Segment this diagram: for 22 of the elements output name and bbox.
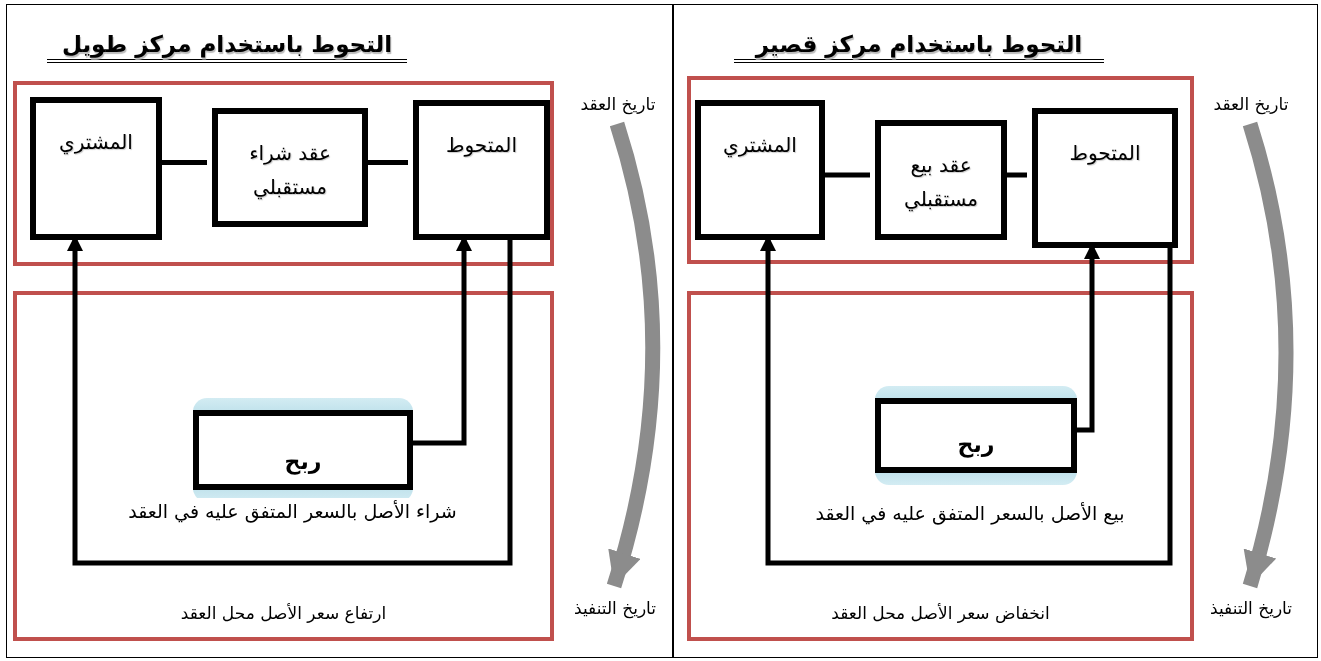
- curved-arrow: [606, 121, 661, 589]
- date-label: تاريخ التنفيذ: [557, 591, 673, 625]
- party-box: المشتري: [695, 100, 825, 240]
- panel-title: التحوط باستخدام مركز طويل: [47, 31, 407, 63]
- panel-frame: [6, 4, 673, 658]
- date-label: تاريخ العقد: [564, 87, 672, 121]
- profit-box: ربح: [875, 398, 1077, 473]
- stage-caption: ارتفاع سعر الأصل محل العقد: [179, 603, 388, 623]
- curved-arrow: [1242, 121, 1294, 588]
- stage-caption: انخفاض سعر الأصل محل العقد: [830, 603, 1051, 623]
- panel-title: التحوط باستخدام مركز قصير: [734, 31, 1104, 63]
- date-label: تاريخ العقد: [1194, 87, 1308, 121]
- party-box: المتحوط: [413, 100, 550, 240]
- stage-frame: [687, 76, 1194, 264]
- party-box: عقد بيع مستقبلي: [875, 120, 1007, 240]
- party-box: المتحوط: [1032, 108, 1178, 248]
- party-box: المشتري: [30, 97, 162, 240]
- profit-box: ربح: [193, 410, 413, 490]
- party-box: عقد شراء مستقبلي: [212, 108, 368, 227]
- date-label: تاريخ التنفيذ: [1189, 591, 1313, 625]
- panel-frame: [673, 4, 1318, 658]
- stage-frame: [13, 81, 554, 266]
